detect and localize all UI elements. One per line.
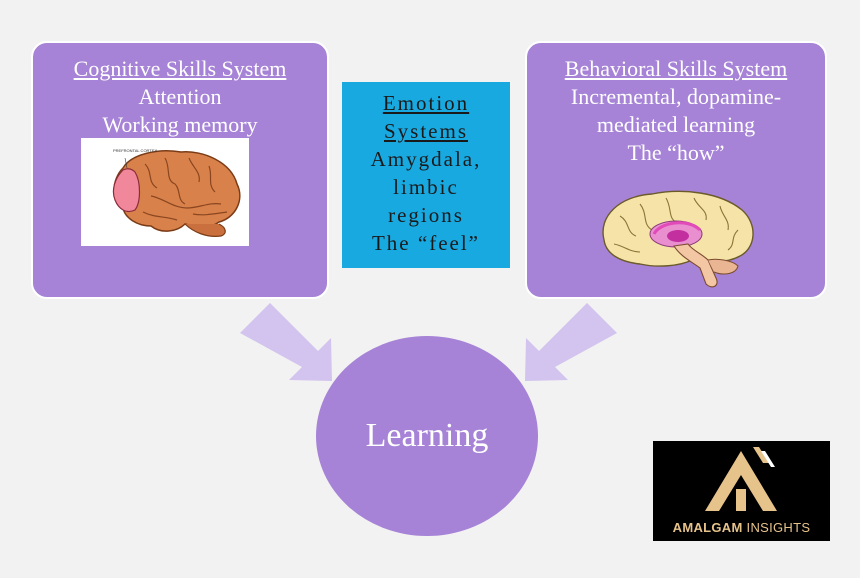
behavioral-line-1: Incremental, dopamine- [570, 84, 782, 109]
learning-circle: Learning [316, 336, 538, 536]
amalgam-insights-logo: AMALGAM INSIGHTS [653, 441, 830, 541]
emotion-line-4: The “feel” [371, 231, 480, 255]
cognitive-skills-box: Cognitive Skills System Attention Workin… [31, 41, 329, 299]
emotion-line-3: regions [388, 203, 464, 227]
logo-name-rest: INSIGHTS [742, 520, 811, 535]
emotion-title-line-1: Emotion [382, 91, 470, 115]
logo-name-bold: AMALGAM [672, 520, 743, 535]
amalgam-logo-mark-icon [705, 447, 777, 511]
brain-caption: PREFRONTAL CORTEX [113, 148, 157, 153]
logo-text: AMALGAM INSIGHTS [653, 520, 830, 535]
emotion-title-line-2: Systems [383, 119, 468, 143]
cognitive-line-1: Attention [138, 84, 222, 109]
cognitive-title: Cognitive Skills System [73, 56, 287, 81]
brain-basal-ganglia-icon [602, 190, 754, 288]
emotion-line-1: Amygdala, [370, 147, 482, 171]
behavioral-line-2: mediated learning [596, 112, 756, 137]
brain-left-icon: PREFRONTAL CORTEX [112, 148, 241, 237]
behavioral-title: Behavioral Skills System [564, 56, 788, 81]
emotion-line-2: limbic [393, 175, 459, 199]
cognitive-line-2: Working memory [102, 112, 258, 137]
emotion-systems-box: Emotion Systems Amygdala, limbic regions… [342, 82, 510, 268]
behavioral-line-3: The “how” [627, 140, 725, 165]
brain-image-prefrontal: PREFRONTAL CORTEX [81, 138, 249, 246]
learning-label: Learning [365, 417, 489, 454]
